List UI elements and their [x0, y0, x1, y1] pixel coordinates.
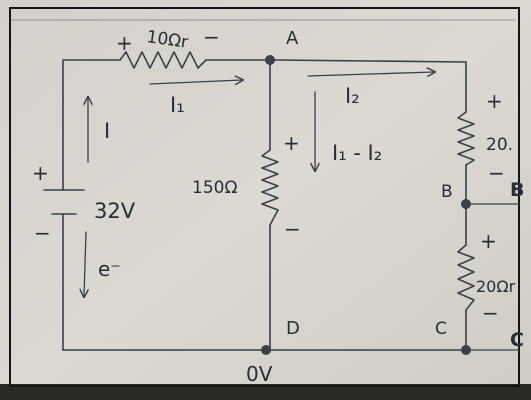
node-d-dot [261, 345, 271, 355]
label-resistor-middle: 150Ω [192, 178, 237, 198]
label-ground: 0V [246, 362, 273, 386]
resistor-top [119, 51, 207, 69]
label-current-total: I [104, 119, 110, 143]
polarity-right-bottom-minus: − [482, 301, 499, 325]
polarity-battery-minus: − [34, 221, 51, 245]
arrow-current-i2 [307, 72, 434, 76]
polarity-right-top-minus: − [488, 161, 505, 185]
polarity-battery-plus: + [32, 161, 49, 185]
polarity-middle-plus: + [283, 131, 300, 155]
polarity-right-bottom-plus: + [480, 229, 497, 253]
arrow-current-i1 [149, 80, 242, 84]
label-electron-flow: e⁻ [98, 257, 121, 281]
resistor-middle [261, 149, 279, 226]
wire-top-right [274, 59, 467, 63]
label-current-i1: I₁ [170, 93, 185, 117]
polarity-middle-minus: − [284, 217, 301, 241]
label-current-difference: I₁ - I₂ [332, 141, 382, 165]
label-node-d: D [286, 318, 300, 339]
label-current-i2: I₂ [345, 84, 360, 108]
label-node-c-outside: C [510, 329, 524, 351]
label-resistor-right-bottom: 20Ωr [476, 277, 516, 296]
resistor-right-bottom [457, 244, 475, 311]
node-b-dot [461, 199, 471, 209]
node-a-dot [265, 55, 275, 65]
paper-shadow-bottom [0, 384, 531, 400]
frame-border [9, 7, 520, 387]
polarity-top-plus: + [116, 31, 133, 55]
resistor-right-top [457, 111, 475, 166]
node-c-dot [461, 345, 471, 355]
arrow-electron-flow [84, 231, 86, 296]
label-node-a: A [286, 28, 299, 49]
polarity-top-minus: − [203, 25, 220, 49]
polarity-right-top-plus: + [486, 89, 503, 113]
label-resistor-right-top: 20. [486, 135, 513, 155]
label-node-c: C [435, 319, 447, 339]
label-battery-voltage: 32V [94, 199, 136, 223]
label-node-b-outside: B [510, 179, 524, 201]
label-node-b: B [441, 182, 453, 202]
